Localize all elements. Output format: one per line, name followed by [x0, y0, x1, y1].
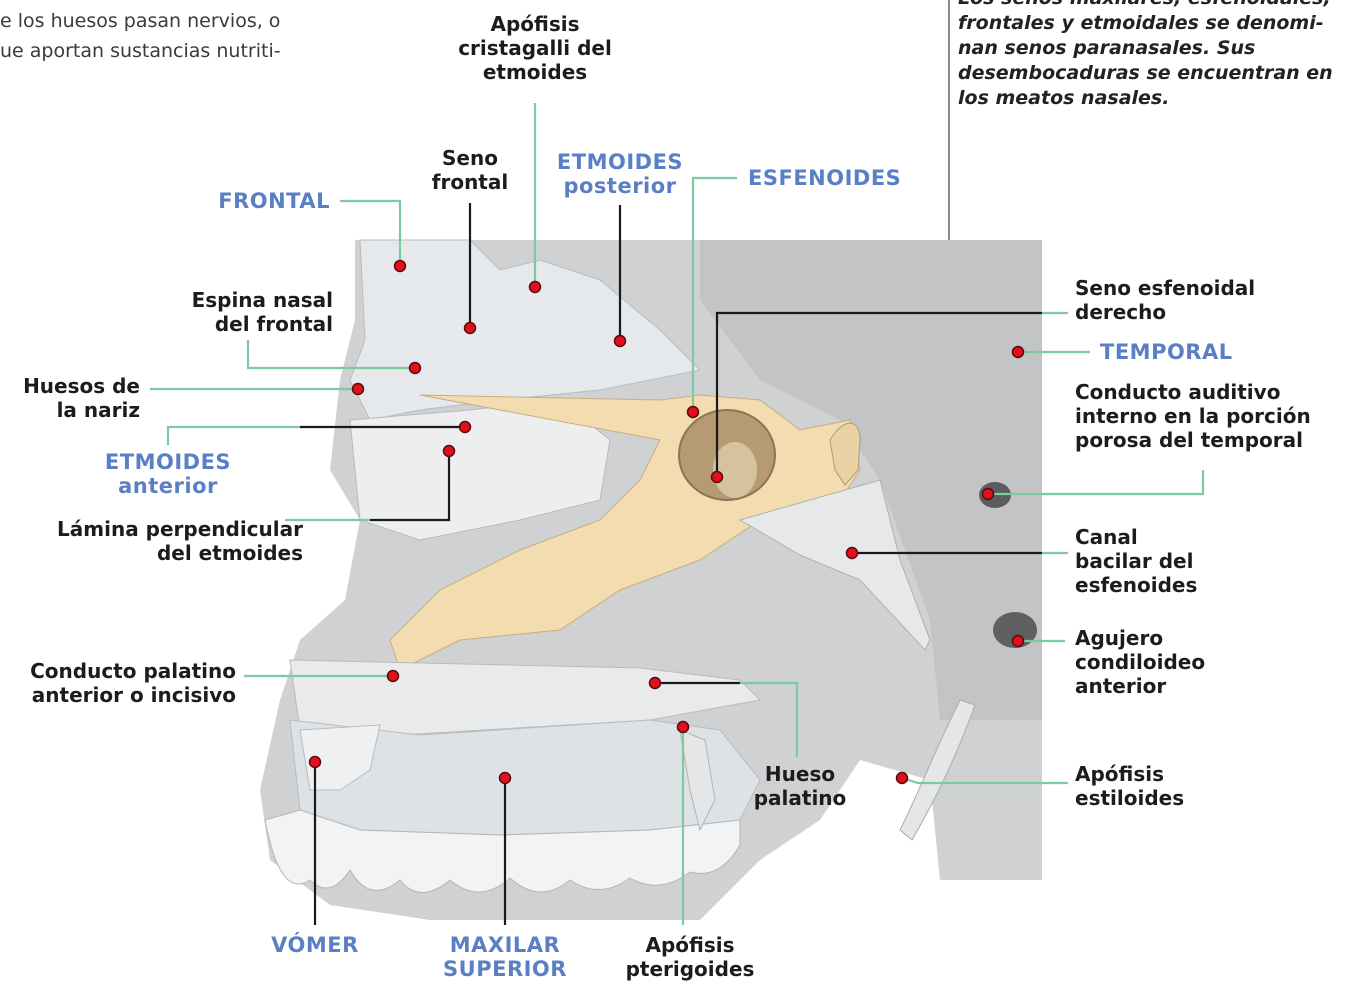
marker-seno-frontal — [465, 323, 476, 334]
label-agujero-condiloideo: Agujero condiloideo anterior — [1075, 626, 1205, 698]
label-conducto-palatino: Conducto palatino anterior o incisivo — [0, 659, 236, 707]
marker-cristagalli — [530, 282, 541, 293]
skull-illustration — [260, 240, 1042, 920]
label-seno-esfenoidal: Seno esfenoidal derecho — [1075, 276, 1255, 324]
marker-conducto-palatino — [388, 671, 399, 682]
marker-esfenoides — [688, 407, 699, 418]
marker-temporal — [1013, 347, 1024, 358]
label-maxilar-superior: MAXILAR SUPERIOR — [430, 933, 580, 981]
label-lamina-perpendicular: Lámina perpendicular del etmoides — [20, 517, 303, 565]
label-apofisis-estiloides: Apófisis estiloides — [1075, 762, 1184, 810]
marker-estiloides — [897, 773, 908, 784]
label-frontal: FRONTAL — [150, 189, 330, 213]
marker-canal-bacilar — [847, 548, 858, 559]
marker-conducto-auditivo — [983, 489, 994, 500]
marker-maxilar — [500, 773, 511, 784]
label-espina-nasal: Espina nasal del frontal — [100, 288, 333, 336]
label-huesos-nariz: Huesos de la nariz — [0, 374, 140, 422]
label-conducto-auditivo: Conducto auditivo interno en la porción … — [1075, 380, 1311, 452]
marker-etmoides-posterior — [615, 336, 626, 347]
marker-palatino — [650, 678, 661, 689]
label-temporal: TEMPORAL — [1100, 340, 1233, 364]
label-apofisis-cristagalli: Apófisis cristagalli del etmoides — [455, 12, 615, 84]
label-etmoides-posterior: ETMOIDES posterior — [550, 150, 690, 198]
marker-huesos-nariz — [353, 384, 364, 395]
marker-frontal — [395, 261, 406, 272]
label-vomer: VÓMER — [250, 933, 380, 957]
label-hueso-palatino: Hueso palatino — [740, 762, 860, 810]
label-seno-frontal: Seno frontal — [420, 146, 520, 194]
marker-seno-esfenoidal — [712, 472, 723, 483]
marker-vomer — [310, 757, 321, 768]
label-etmoides-anterior: ETMOIDES anterior — [88, 450, 248, 498]
label-esfenoides: ESFENOIDES — [748, 166, 901, 190]
marker-agujero — [1013, 636, 1024, 647]
leader-etmoides-anterior — [168, 427, 300, 445]
marker-espina-nasal — [410, 363, 421, 374]
marker-lamina — [444, 446, 455, 457]
label-apofisis-pterigoides: Apófisis pterigoides — [620, 933, 760, 981]
marker-etmoides-anterior — [460, 422, 471, 433]
label-canal-bacilar: Canal bacilar del esfenoides — [1075, 525, 1197, 597]
marker-pterigoides — [678, 722, 689, 733]
